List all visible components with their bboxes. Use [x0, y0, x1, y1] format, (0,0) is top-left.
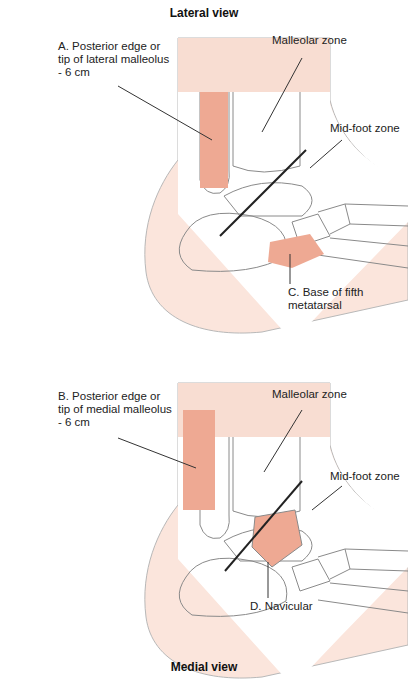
leader-line	[290, 254, 291, 284]
zone-divider	[220, 150, 306, 236]
leader-line	[310, 140, 342, 168]
callout-label: A. Posterior edge or tip of lateral mall…	[58, 40, 170, 79]
leader-line	[118, 86, 212, 140]
leader-lines	[118, 58, 342, 598]
callout-label: D. Navicular	[250, 600, 360, 613]
lateral-foot	[145, 38, 408, 334]
leader-line	[118, 438, 196, 468]
leader-line	[312, 486, 342, 510]
lateral-malleolus-zone	[200, 92, 228, 188]
callout-label: B. Posterior edge or tip of medial malle…	[58, 390, 172, 429]
zone-label: Mid-foot zone	[330, 122, 408, 135]
navicular-zone	[252, 510, 302, 567]
callout-label: C. Base of fifth metatarsal	[288, 286, 398, 312]
leader-line	[262, 58, 302, 132]
medial-malleolus-zone	[183, 410, 215, 510]
view-heading: Medial view	[0, 660, 408, 674]
leader-line	[264, 410, 302, 472]
view-heading: Lateral view	[0, 6, 408, 20]
zone-label: Malleolar zone	[272, 388, 382, 401]
leader-line	[268, 562, 269, 598]
zone-label: Mid-foot zone	[330, 470, 408, 483]
fifth-metatarsal-zone	[268, 234, 324, 268]
zone-label: Malleolar zone	[272, 34, 382, 47]
medial-foot	[145, 383, 408, 679]
zone-divider	[225, 481, 302, 571]
